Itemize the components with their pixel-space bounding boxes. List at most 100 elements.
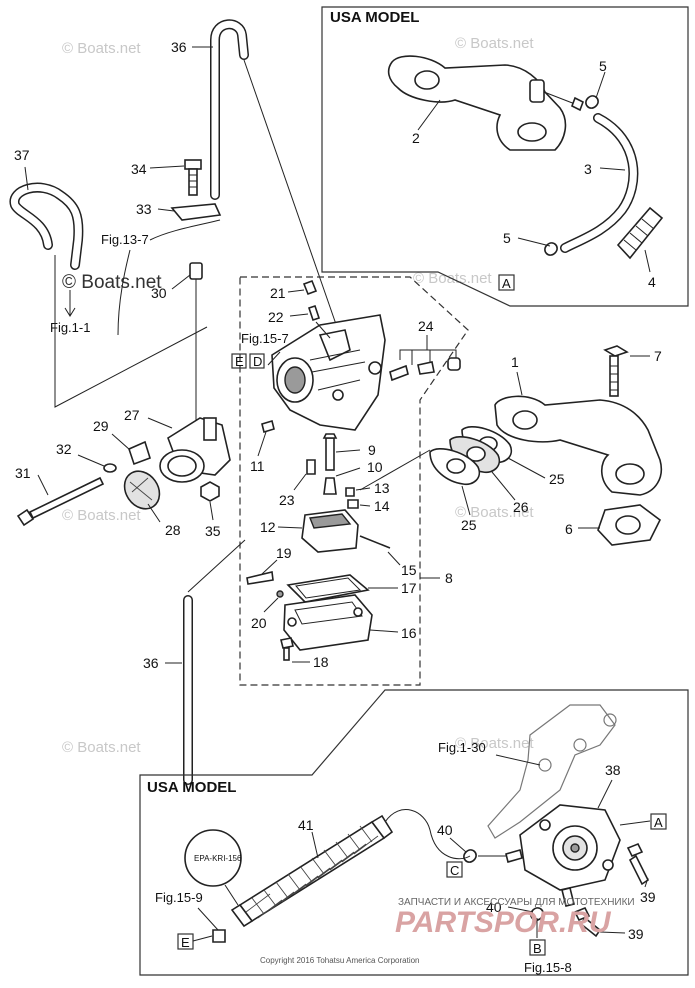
part-number: 32 [56, 441, 72, 457]
callout-box-e-bottom [177, 933, 194, 950]
callout-box-a-bottom [650, 813, 667, 830]
part-number: 40 [486, 899, 502, 915]
pin-13 [345, 487, 355, 497]
figure-ref: Fig.1-30 [438, 740, 486, 755]
intake-manifold-1 [494, 395, 662, 496]
part-number: 20 [251, 615, 267, 631]
part-number: 41 [298, 817, 314, 833]
part-number: 25 [461, 517, 477, 533]
part-number: 4 [648, 274, 656, 290]
part-number: 3 [584, 161, 592, 177]
part-number: 7 [654, 348, 662, 364]
part-number: 29 [93, 418, 109, 434]
part-number: 34 [131, 161, 147, 177]
watermark-large: © Boats.net [62, 272, 162, 293]
part-number: 5 [599, 58, 607, 74]
part-number: 12 [260, 519, 276, 535]
figure-ref: Fig.13-7 [101, 232, 149, 247]
bolt-34 [184, 159, 202, 196]
oring-20 [276, 590, 284, 598]
jet-23 [306, 459, 316, 475]
hose-clip [585, 95, 599, 109]
screw-18 [280, 637, 294, 661]
shop-brand: PARTSPOR.RU [395, 906, 612, 939]
part-number: 26 [513, 499, 529, 515]
part-number: 27 [124, 407, 140, 423]
callout-box-a [498, 274, 515, 291]
part-number: 30 [151, 285, 167, 301]
part-number: 17 [401, 580, 417, 596]
figure-ref: Fig.15-9 [155, 890, 203, 905]
part-number: 10 [367, 459, 383, 475]
bolt-31 [16, 476, 105, 527]
watermark: © Boats.net [62, 507, 141, 524]
part-number: 23 [279, 492, 295, 508]
watermark: © Boats.net [455, 735, 534, 752]
part-number: 21 [270, 285, 286, 301]
nut-35 [200, 481, 220, 502]
watermarks: © Boats.net © Boats.net © Boats.net © Bo… [62, 35, 534, 756]
callout-e-bottom: E [181, 935, 190, 950]
part-number: 5 [503, 230, 511, 246]
figure-ref: Fig.15-7 [241, 331, 289, 346]
part-number: 39 [640, 889, 656, 905]
fuel-pump-38 [505, 804, 621, 907]
part-number: 33 [136, 201, 152, 217]
gasket-17 [286, 574, 370, 603]
copyright: Copyright 2016 Tohatsu America Corporati… [260, 956, 420, 965]
hose-stamp-text: EPA-KRI-156 [194, 854, 242, 863]
manifold-usa [387, 55, 585, 151]
part-number: 6 [565, 521, 573, 537]
carburetor-body [271, 314, 386, 431]
fuel-hose-36 [210, 19, 249, 200]
callout-box-e [231, 353, 247, 369]
part-number: 36 [143, 655, 159, 671]
part-number: 14 [374, 498, 390, 514]
collar-30 [189, 262, 203, 280]
gasket-25b [429, 448, 481, 486]
part-number: 13 [374, 480, 390, 496]
gasket-6 [597, 504, 662, 546]
shop-watermark: ЗАПЧАСТИ И АКСЕССУАРЫ ДЛЯ МОТОТЕХНИКИ [398, 897, 635, 908]
part-number: 37 [14, 147, 30, 163]
nozzle-9 [322, 433, 338, 471]
hose-stamp [184, 829, 242, 887]
screw-21 [302, 279, 318, 296]
bolt-7 [603, 345, 629, 397]
part-number: 18 [313, 654, 329, 670]
callout-a: A [502, 276, 511, 291]
part-number: 35 [205, 523, 221, 539]
part-number: 19 [276, 545, 292, 561]
float-pin-15 [359, 535, 391, 549]
jet-set-24 [389, 335, 461, 382]
watermark: © Boats.net [62, 40, 141, 57]
collar-29 [128, 440, 151, 466]
part-number: 2 [412, 130, 420, 146]
callout-c: C [450, 863, 459, 878]
callout-box-d [249, 353, 265, 369]
part-number: 39 [628, 926, 644, 942]
callout-a-bottom: A [654, 815, 663, 830]
part-number: 31 [15, 465, 31, 481]
bolt-39b [573, 906, 602, 938]
figure-ref: Fig.1-1 [50, 320, 90, 335]
part-number: 25 [549, 471, 565, 487]
section-title-top: USA MODEL [330, 9, 419, 26]
corrugated-hose [616, 206, 664, 260]
carburetor-assembly-outline [239, 276, 469, 686]
part-number: 9 [368, 442, 376, 458]
air-intake-27 [159, 417, 231, 483]
part-number: 8 [445, 570, 453, 586]
callout-box-b [529, 939, 546, 956]
watermark: © Boats.net [455, 35, 534, 52]
float-12 [301, 509, 359, 553]
spring-22 [307, 304, 321, 322]
part-number: 36 [171, 39, 187, 55]
part-number: 28 [165, 522, 181, 538]
part-number: 22 [268, 309, 284, 325]
callout-d: D [253, 354, 262, 369]
callout-b: B [533, 941, 542, 956]
part-number: 11 [250, 458, 265, 474]
screw-11 [261, 419, 275, 434]
